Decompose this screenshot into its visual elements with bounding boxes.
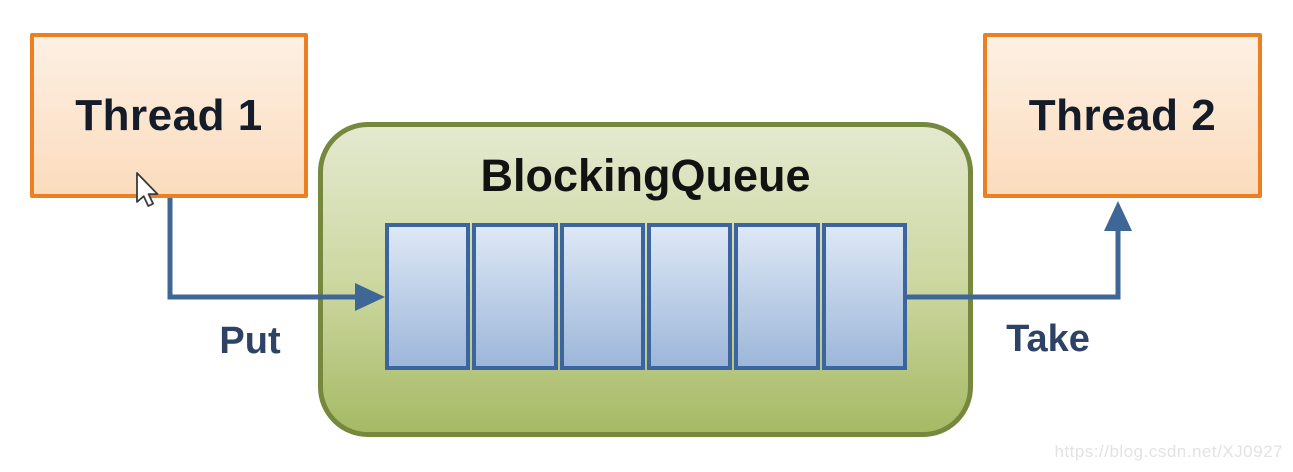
thread2-label: Thread 2	[1028, 90, 1217, 140]
queue-cells	[385, 223, 907, 370]
take-arrow-head	[1104, 201, 1132, 231]
queue-slot	[646, 223, 733, 370]
queue-slot	[472, 223, 558, 370]
put-label: Put	[219, 320, 281, 362]
thread1-box: Thread 1	[30, 33, 308, 198]
queue-slot	[821, 223, 907, 370]
blocking-queue-title: BlockingQueue	[480, 150, 811, 201]
thread2-box: Thread 2	[983, 33, 1262, 198]
queue-slot	[734, 223, 820, 370]
thread1-label: Thread 1	[75, 90, 263, 140]
queue-slot	[559, 223, 645, 370]
take-label: Take	[1006, 318, 1090, 360]
queue-slot	[385, 223, 471, 370]
watermark-text: https://blog.csdn.net/XJ0927	[1054, 442, 1283, 461]
